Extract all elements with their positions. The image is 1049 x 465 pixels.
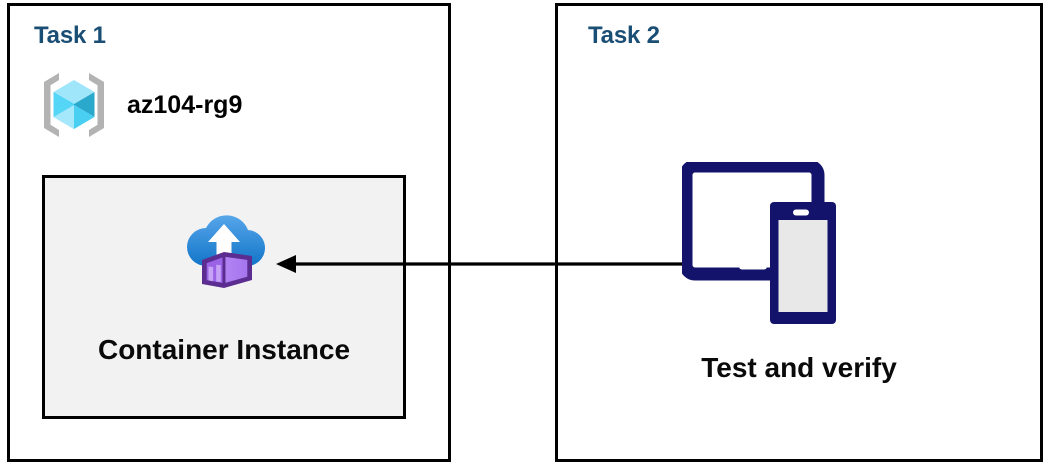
test-and-verify-label: Test and verify <box>701 352 897 383</box>
panel-task-1: Task 1 az104-rg9 <box>7 3 451 462</box>
container-instance-box: Container Instance <box>42 175 406 419</box>
resource-group-icon <box>44 73 104 137</box>
resource-group-name: az104-rg9 <box>127 90 243 119</box>
resource-group-row: az104-rg9 <box>37 68 242 142</box>
panel-task-2-title: Task 2 <box>588 22 660 49</box>
container-instance-label: Container Instance <box>97 334 351 365</box>
panel-task-1-title: Task 1 <box>34 22 106 49</box>
flow-arrow <box>276 255 682 273</box>
container-instance-icon <box>187 215 266 288</box>
devices-icon <box>682 162 836 324</box>
